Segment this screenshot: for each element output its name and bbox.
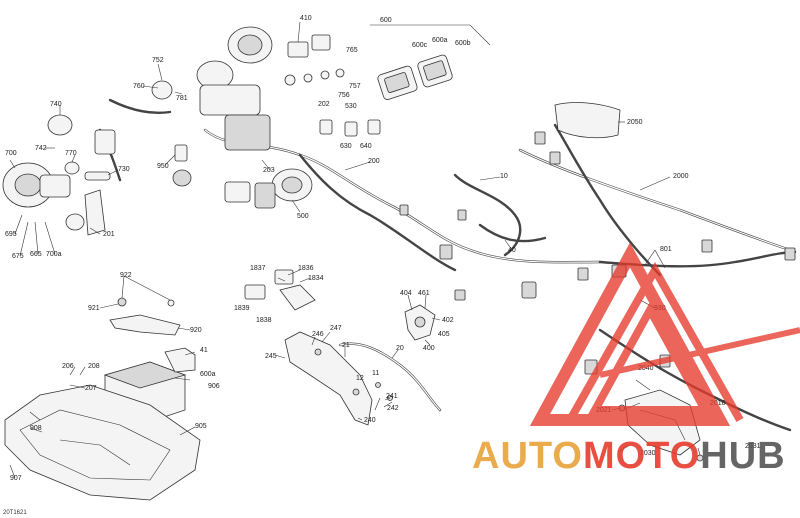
callout-242: 242 [387, 405, 399, 412]
gauge-cluster [370, 24, 491, 100]
callout-908: 908 [30, 425, 42, 432]
callout-1839: 1839 [234, 305, 250, 312]
callout-11: 11 [372, 370, 379, 377]
callout-600c: 600c [412, 42, 428, 49]
callout-600: 600 [380, 17, 392, 24]
callout-402: 402 [442, 317, 454, 324]
callout-1837: 1837 [250, 265, 266, 272]
callout-247: 247 [330, 325, 342, 332]
connectors [399, 131, 796, 375]
callout-742: 742 [35, 145, 47, 152]
callout-905: 905 [195, 423, 207, 430]
callout-203: 203 [263, 167, 275, 174]
callout-405: 405 [438, 331, 450, 338]
callout-600a: 600a [432, 37, 448, 44]
callout-530: 530 [345, 103, 357, 110]
callout-2030: 2030 [640, 450, 656, 457]
callout-930: 930 [654, 305, 666, 312]
callout-2040: 2040 [638, 365, 654, 372]
callout-200: 200 [368, 158, 380, 165]
callout-600a-lower: 600a [200, 371, 216, 378]
switch-group [284, 34, 381, 137]
callout-700: 700 [5, 150, 17, 157]
callout-12: 12 [356, 375, 364, 382]
callout-600b: 600b [455, 40, 471, 47]
assembly-2010 [618, 389, 704, 462]
callout-240: 240 [364, 417, 376, 424]
callout-630: 630 [340, 143, 352, 150]
callout-675: 675 [12, 253, 24, 260]
headlight-upper [196, 26, 273, 151]
bracket-920 [109, 297, 181, 336]
callout-labels: 410 600 600c 600a 600b 765 752 760 781 2… [5, 15, 761, 482]
callout-245: 245 [265, 353, 277, 360]
callout-207: 207 [85, 385, 97, 392]
callout-246: 246 [312, 331, 324, 338]
callout-770: 770 [65, 150, 77, 157]
battery-tray-905 [4, 384, 201, 501]
callout-1834: 1834 [308, 275, 324, 282]
callout-2021: 2021 [596, 407, 612, 414]
callout-2000: 2000 [673, 173, 689, 180]
callout-922: 922 [120, 272, 132, 279]
callout-20: 20 [396, 345, 404, 352]
callout-202: 202 [318, 101, 330, 108]
callout-400: 400 [423, 345, 435, 352]
light-bar-2050 [554, 102, 621, 139]
headlight-left [2, 162, 106, 236]
callout-404: 404 [400, 290, 412, 297]
callout-1836-top: 1836 [298, 265, 314, 272]
bulb-assemblies [47, 80, 192, 187]
callout-241: 241 [386, 393, 398, 400]
relay-group-1830 [244, 269, 316, 311]
callout-1838: 1838 [256, 317, 272, 324]
callout-801: 801 [660, 246, 672, 253]
callout-41: 41 [200, 347, 208, 354]
callout-208: 208 [88, 363, 100, 370]
callout-10: 10 [500, 173, 508, 180]
callout-760: 760 [133, 83, 145, 90]
callout-740: 740 [50, 101, 62, 108]
callout-756: 756 [338, 92, 350, 99]
callout-2010: 2010 [710, 400, 726, 407]
callout-201: 201 [103, 231, 115, 238]
callout-40: 40 [508, 247, 516, 254]
callout-21: 21 [342, 342, 350, 349]
module-500 [224, 168, 313, 209]
callout-2050: 2050 [627, 119, 643, 126]
main-harness [98, 98, 797, 432]
callout-907: 907 [10, 475, 22, 482]
callout-950: 950 [157, 163, 169, 170]
callout-752: 752 [152, 57, 164, 64]
callout-921: 921 [88, 305, 100, 312]
callout-206: 206 [62, 363, 74, 370]
bracket-240 [284, 331, 393, 426]
callout-2031: 2031 [745, 443, 761, 450]
callout-640: 640 [360, 143, 372, 150]
callout-765: 765 [346, 47, 358, 54]
callout-757: 757 [349, 83, 361, 90]
callout-500: 500 [297, 213, 309, 220]
callout-730: 730 [118, 166, 130, 173]
callout-665: 665 [30, 251, 42, 258]
callout-695: 695 [5, 231, 17, 238]
callout-781: 781 [176, 95, 188, 102]
callout-461: 461 [418, 290, 430, 297]
callout-410: 410 [300, 15, 312, 22]
callout-700a: 700a [46, 251, 62, 258]
fuse-block-400 [404, 304, 436, 341]
callout-920: 920 [190, 327, 202, 334]
drawing-id: 20T1621 [3, 510, 27, 516]
callout-906: 906 [208, 383, 220, 390]
